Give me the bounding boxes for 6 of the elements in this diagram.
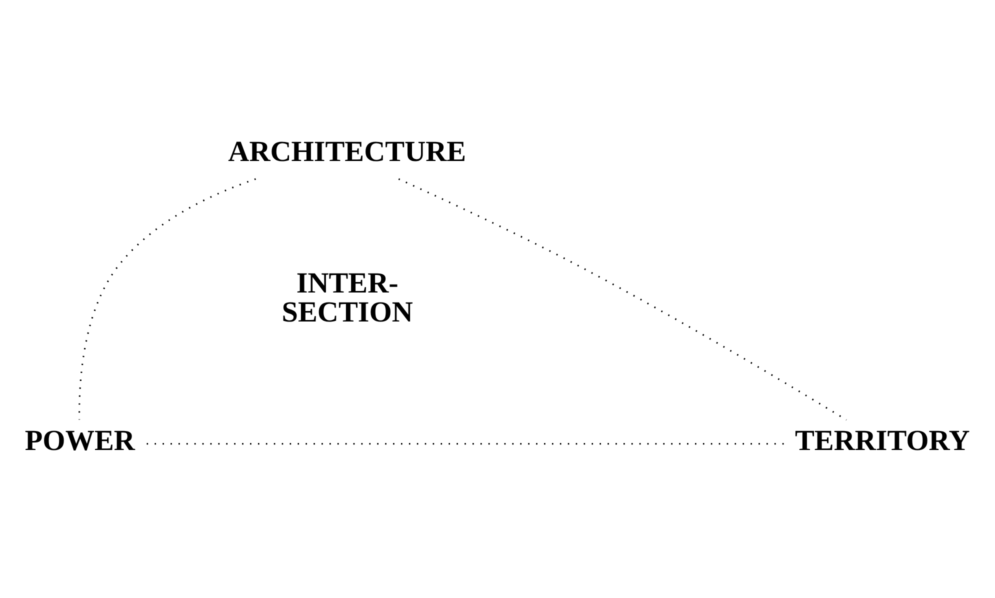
node-text: POWER xyxy=(24,424,134,456)
connector xyxy=(398,178,846,420)
connector xyxy=(78,178,256,420)
label: INTER- SECTION xyxy=(281,266,412,328)
node-text: TERRITORY xyxy=(794,424,970,456)
node-text: ARCHITECTURE xyxy=(228,136,466,168)
